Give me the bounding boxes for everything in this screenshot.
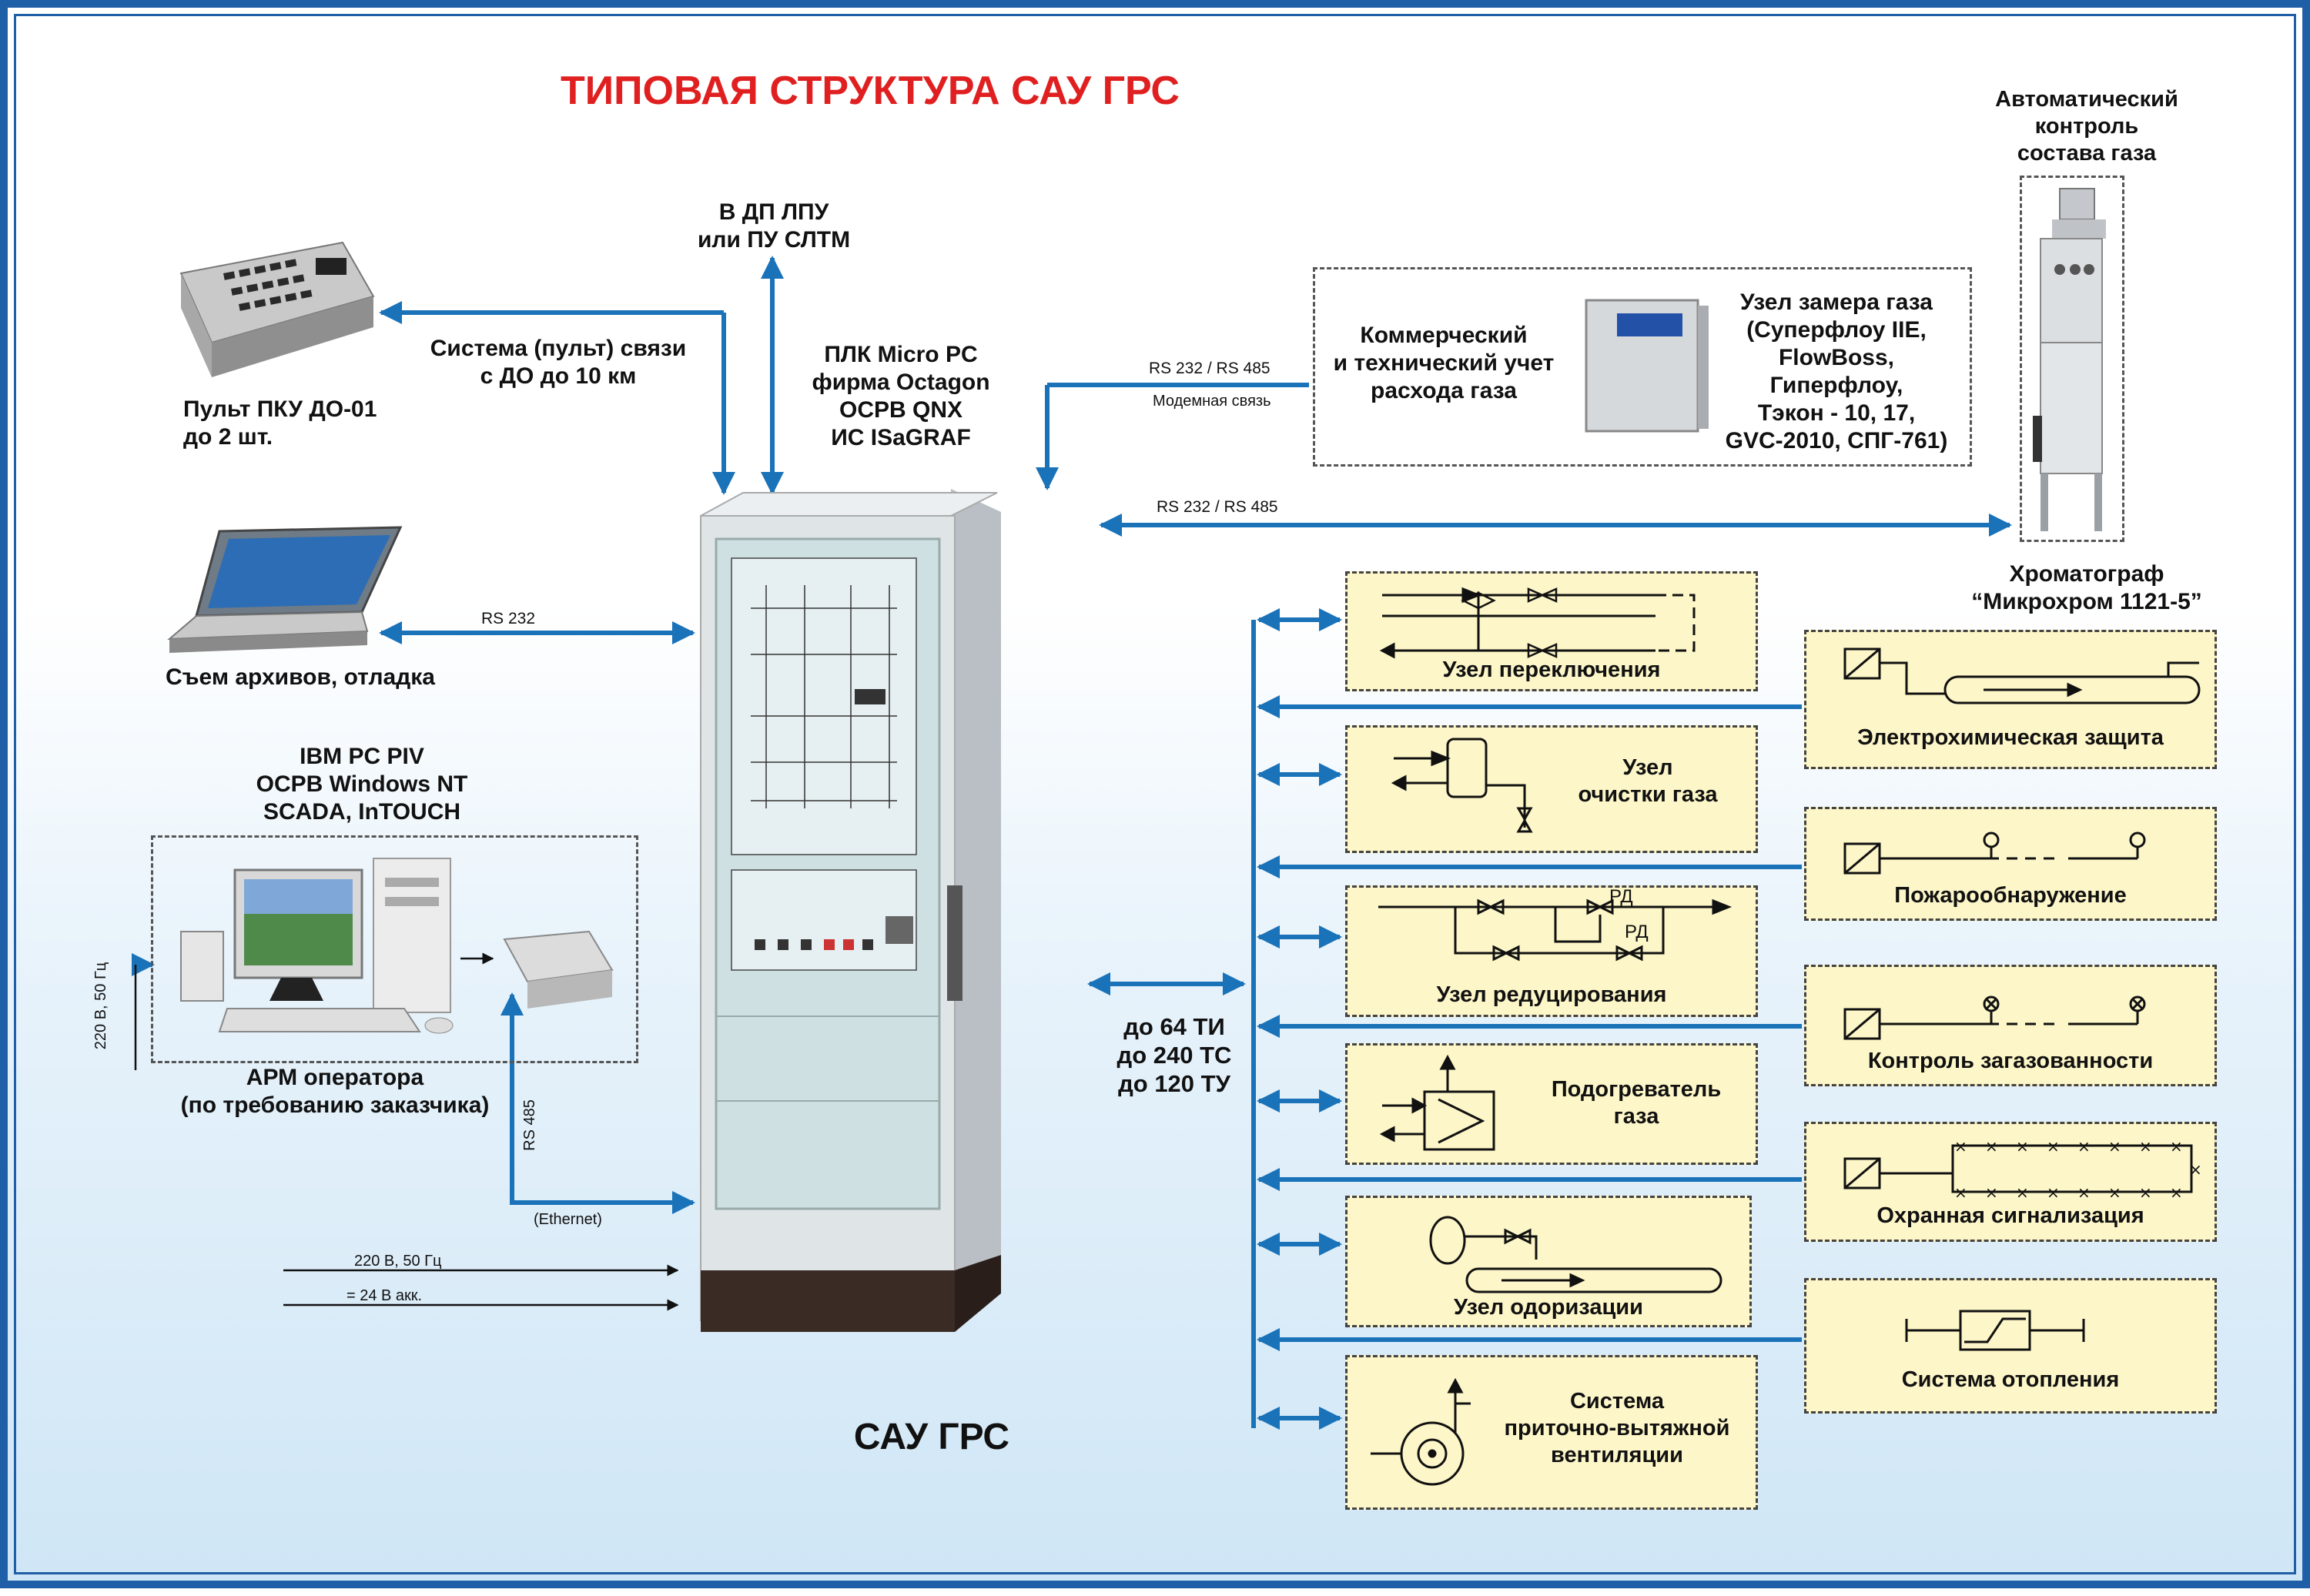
unit-label: Система приточно-вытяжной вентиляции: [1504, 1389, 1730, 1467]
chromatograph-image: [2033, 188, 2106, 531]
unit-ventilation: Система приточно-вытяжной вентиляции: [1345, 1355, 1758, 1510]
modem-label: Модемная связь: [1153, 393, 1271, 410]
unit-gas-heater: Подогреватель газа: [1345, 1043, 1758, 1165]
svg-text:×: ×: [2139, 1137, 2152, 1156]
svg-text:×: ×: [2189, 1160, 2202, 1179]
rd-label-1: РД: [1609, 886, 1633, 907]
unit-heating-system: Система отопления: [1804, 1278, 2217, 1414]
unit-label: Охранная сигнализация: [1876, 1203, 2144, 1228]
unit-fire-detection: Пожарообнаружение: [1804, 807, 2217, 921]
arm-label: АРМ оператора (по требованию заказчика): [180, 1065, 490, 1118]
rs485-label: RS 485: [521, 1099, 538, 1151]
svg-text:×: ×: [2077, 1183, 2091, 1201]
svg-text:×: ×: [1985, 1137, 1998, 1156]
unit-label: Узел редуцирования: [1436, 982, 1667, 1007]
unit-label: Электрохимическая защита: [1857, 725, 2164, 750]
io-label: до 64 ТИ до 240 ТС до 120 ТУ: [1116, 1013, 1232, 1098]
fan-icon: [1371, 1377, 1471, 1486]
svg-text:×: ×: [2047, 1183, 2060, 1201]
dispatch-label: В ДП ЛПУ или ПУ СЛТМ: [697, 199, 851, 253]
rs232-485-top-label: RS 232 / RS 485: [1149, 360, 1270, 377]
unit-gas-contamination: Контроль загазованности: [1804, 965, 2217, 1086]
arm-workstation-image: [180, 858, 614, 1034]
rs232-label: RS 232: [481, 610, 536, 627]
switching-scheme-icon: [1379, 587, 1696, 659]
cabinet-image: [700, 489, 1001, 1332]
pult-device-image: [179, 241, 375, 377]
laptop-image: [167, 526, 403, 653]
gas-meter-image: [1585, 299, 1709, 433]
svg-text:×: ×: [2170, 1183, 2183, 1201]
unit-reduction: РД РД Узел редуцирования: [1345, 885, 1758, 1017]
power220-label: 220 В, 50 Гц: [354, 1253, 442, 1270]
svg-text:×: ×: [2077, 1137, 2091, 1156]
arm-operator-group: [151, 835, 638, 1063]
unit-security-alarm: × × × × × × × × × × × × × × × × × Охранная сигнализаци…: [1804, 1122, 2217, 1242]
svg-text:×: ×: [1954, 1137, 1967, 1156]
svg-text:×: ×: [2108, 1137, 2121, 1156]
cabinet-label: САУ ГРС: [853, 1417, 1010, 1457]
fire-detection-scheme-icon: [1843, 831, 2146, 875]
unit-label: Подогреватель газа: [1551, 1077, 1722, 1129]
commercial-metering-group: [1313, 267, 1972, 467]
reduction-scheme-icon: [1378, 898, 1732, 962]
power-vertical-label: 220 В, 50 Гц: [92, 962, 110, 1050]
svg-text:×: ×: [2016, 1137, 2029, 1156]
gas-contamination-scheme-icon: [1843, 995, 2146, 1040]
ethernet-label: (Ethernet): [534, 1211, 602, 1228]
svg-text:×: ×: [2047, 1137, 2060, 1156]
svg-text:×: ×: [2016, 1183, 2029, 1201]
connection-lines: [132, 256, 2012, 1430]
odorization-scheme-icon: [1429, 1216, 1722, 1293]
gas-meter-label: Узел замера газа (Суперфлоу IIE, FlowBos…: [1725, 289, 1948, 453]
diagram-title: ТИПОВАЯ СТРУКТУРА САУ ГРС: [561, 69, 1180, 113]
laptop-label: Съем архивов, отладка: [166, 664, 435, 690]
rd-label-2: РД: [1625, 922, 1649, 942]
ibm-label: IBM PC PIV ОСРВ Windows NT SCADA, InTOUC…: [256, 744, 468, 825]
unit-label: Пожарообнаружение: [1894, 883, 2127, 908]
filter-icon: [1391, 738, 1533, 833]
svg-text:×: ×: [1985, 1183, 1998, 1201]
svg-text:×: ×: [2170, 1137, 2183, 1156]
plc-label: ПЛК Micro PC фирма Octagon ОСРВ QNX ИС I…: [812, 342, 990, 450]
ecp-scheme-icon: [1843, 647, 2201, 704]
unit-label: Узел одоризации: [1454, 1295, 1643, 1320]
unit-odorization: Узел одоризации: [1345, 1196, 1752, 1327]
security-alarm-scheme-icon: × × × × × × × × × × × × × × × × ×: [1843, 1137, 2202, 1201]
heater-icon: [1379, 1054, 1495, 1151]
pult-link-label: Система (пульт) связи с ДО до 10 км: [430, 336, 687, 389]
pult-label: Пульт ПКУ ДО-01 до 2 шт.: [183, 396, 377, 450]
unit-label: Узел очистки газа: [1578, 755, 1718, 807]
svg-text:×: ×: [1954, 1183, 1967, 1201]
unit-label: Система отопления: [1901, 1367, 2120, 1392]
svg-text:×: ×: [2139, 1183, 2152, 1201]
commercial-label: Коммерческий и технический учет расхода …: [1333, 323, 1555, 403]
auto-control-label: Автоматический контроль состава газа: [1995, 87, 2178, 166]
chromatograph-group: [2020, 176, 2124, 542]
unit-switching: Узел переключения: [1345, 571, 1758, 691]
rs232-485-chromatograph-label: RS 232 / RS 485: [1157, 498, 1278, 516]
svg-text:×: ×: [2108, 1183, 2121, 1201]
unit-label: Узел переключения: [1442, 657, 1661, 682]
chromatograph-label: Хроматограф “Микрохром 1121-5”: [1971, 561, 2202, 614]
unit-ecp: Электрохимическая защита: [1804, 630, 2217, 769]
power24-label: = 24 В акк.: [346, 1287, 423, 1304]
heating-system-icon: [1905, 1310, 2085, 1351]
unit-gas-cleaning: Узел очистки газа: [1345, 725, 1758, 853]
unit-label: Контроль загазованности: [1867, 1049, 2154, 1073]
